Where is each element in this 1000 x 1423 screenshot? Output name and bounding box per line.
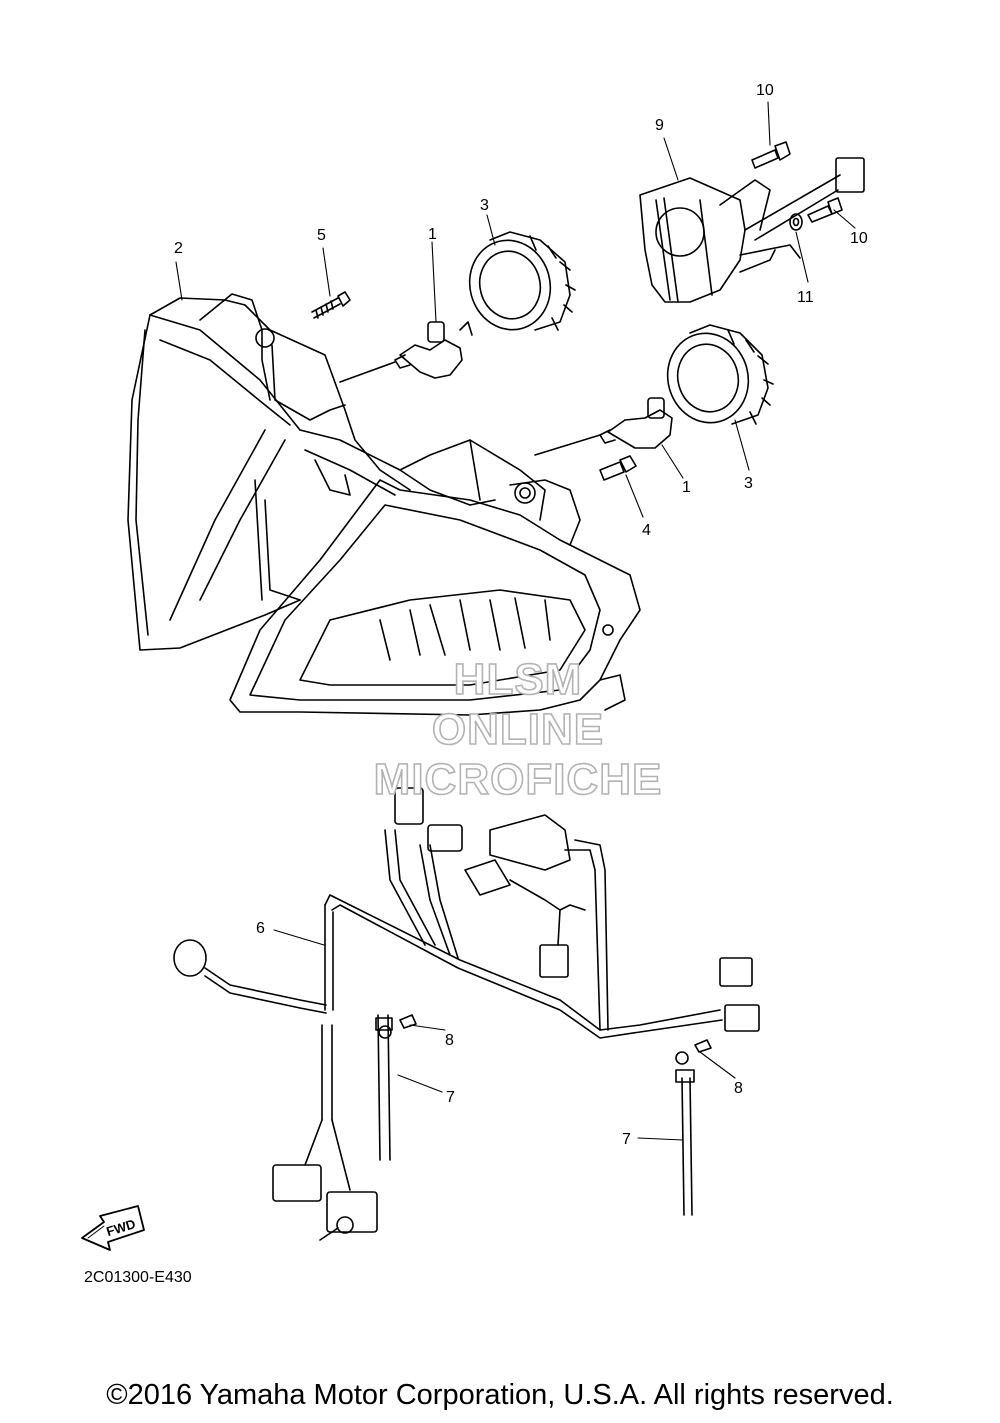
callout-8-right: 8 — [734, 1080, 743, 1097]
diagram-code: 2C01300-E430 — [84, 1269, 192, 1286]
callout-4: 4 — [642, 522, 651, 539]
screw-8-right[interactable] — [694, 1039, 712, 1053]
callout-9: 9 — [655, 117, 664, 134]
headlight-housing[interactable] — [127, 293, 546, 651]
callout-11: 11 — [797, 289, 814, 306]
cable-tie-7-left[interactable] — [375, 1014, 393, 1161]
callout-6: 6 — [256, 920, 265, 937]
cable-tie-7-right[interactable] — [675, 1051, 695, 1216]
callout-1-lower: 1 — [682, 479, 691, 496]
callout-10-lower: 10 — [850, 230, 868, 247]
screw-8-left[interactable] — [399, 1014, 417, 1029]
bulb-cover-ring-upper[interactable] — [460, 231, 576, 339]
callout-3-upper: 3 — [480, 197, 489, 214]
watermark-line-1: HLSM — [453, 654, 583, 705]
callout-3-lower: 3 — [744, 475, 753, 492]
headlight-lens-assembly[interactable] — [229, 479, 641, 716]
washer-11[interactable] — [789, 213, 803, 231]
callout-10-upper: 10 — [756, 82, 774, 99]
watermark-line-2: ONLINE — [431, 704, 605, 755]
watermark-line-3: MICROFICHE — [373, 754, 663, 805]
callout-2: 2 — [174, 240, 183, 257]
bulb-cover-ring-lower[interactable] — [658, 324, 774, 432]
fwd-label: FWD — [104, 1216, 137, 1239]
screw-10-upper[interactable] — [751, 141, 791, 169]
leader-lines — [175, 101, 856, 1141]
position-light-9[interactable] — [639, 157, 865, 303]
forward-direction-arrow: FWD — [81, 1205, 145, 1251]
callout-7-right: 7 — [622, 1131, 631, 1148]
callout-8-left: 8 — [445, 1032, 454, 1049]
headlight-bulb-upper[interactable] — [339, 321, 473, 383]
callout-1-upper: 1 — [428, 226, 437, 243]
copyright-notice: ©2016 Yamaha Motor Corporation, U.S.A. A… — [106, 1379, 894, 1411]
screw-4[interactable] — [599, 455, 637, 481]
screw-10-lower[interactable] — [807, 197, 843, 223]
screw-5[interactable] — [311, 291, 351, 319]
callout-7-left: 7 — [446, 1089, 455, 1106]
wire-harness-6[interactable] — [173, 787, 760, 1241]
headlight-bulb-lower[interactable] — [534, 397, 673, 456]
callout-5: 5 — [317, 227, 326, 244]
